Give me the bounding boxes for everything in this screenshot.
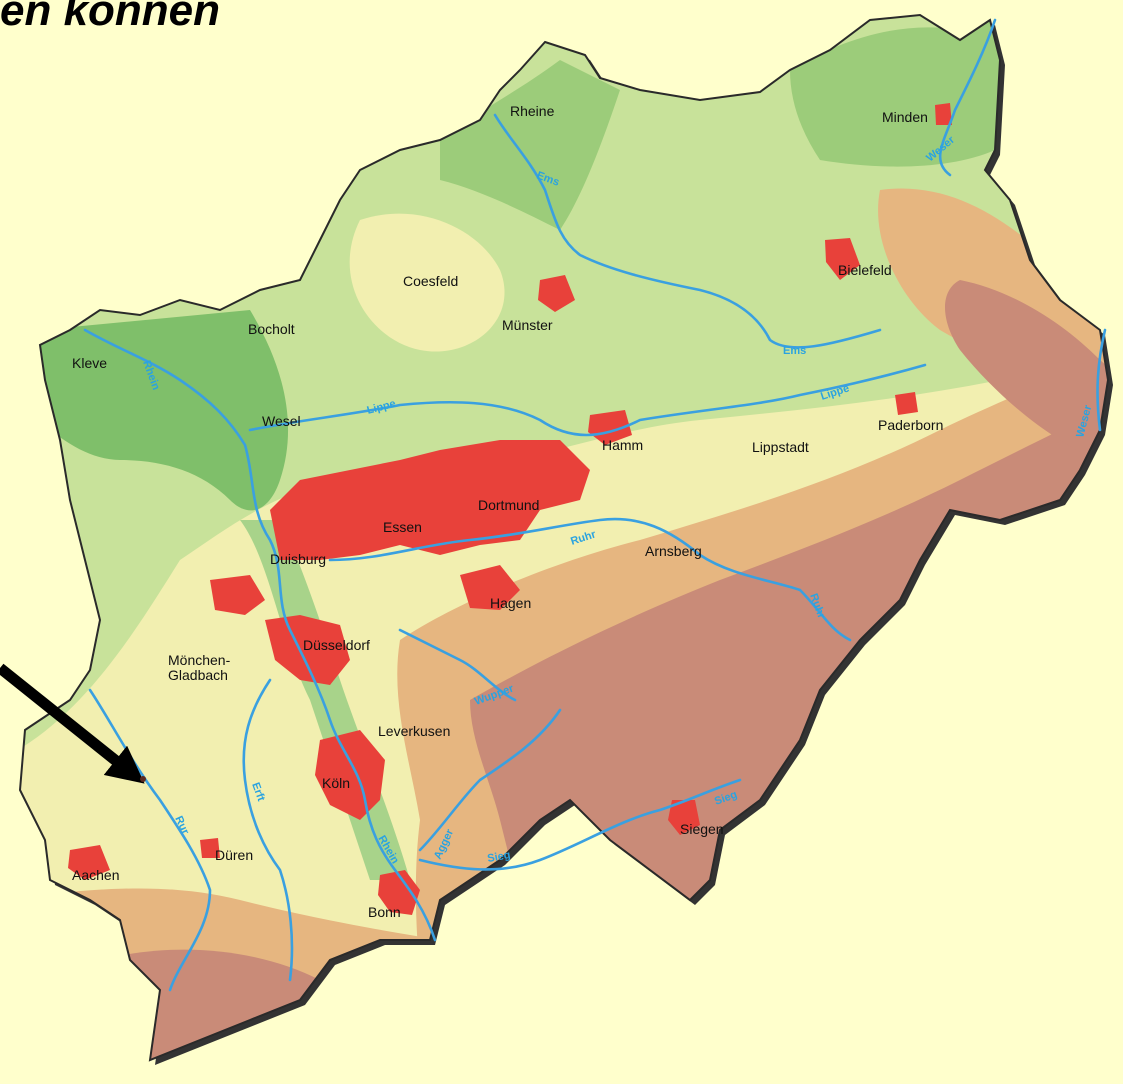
pointer-arrow [0,663,145,784]
bielefeld-urban-area [825,238,860,280]
target-location-dot [140,776,146,782]
city-label-coesfeld: Coesfeld [403,273,458,289]
muenster-urban-area [538,275,575,312]
city-label-essen: Essen [383,519,422,535]
city-label-aachen: Aachen [72,867,119,883]
mountains-south-west [100,949,320,1060]
city-label-wesel: Wesel [262,413,301,429]
ruhr-urban-area [270,440,590,560]
bonn-urban-area [378,870,420,915]
river-label-sieg-1: Sieg [486,849,511,865]
city-label-bocholt: Bocholt [248,321,295,337]
rur-river [88,688,212,992]
siegen-urban-area [668,800,700,835]
ems-river [493,113,882,349]
rhein-river [83,328,437,942]
city-label-bonn: Bonn [368,904,401,920]
city-label-leverkusen: Leverkusen [378,723,450,739]
city-label-minden: Minden [882,109,928,125]
city-label-duesseldorf: Düsseldorf [303,637,370,653]
agger-river [418,708,562,852]
wupper-river [398,628,517,702]
city-label-muenster: Münster [502,317,553,333]
moenchengladbach-urban-area [210,575,265,615]
city-label-rheine: Rheine [510,103,555,119]
aachen-urban-area [68,845,110,880]
hamm-urban-area [588,410,632,445]
erft-river [242,678,294,982]
city-labels: Rheine Minden Coesfeld Bielefeld Bocholt… [72,103,943,920]
lippe-river [248,363,927,437]
river-label-ems-2: Ems [783,345,806,357]
city-label-moenchengladbach-line1: Mönchen- [168,652,231,668]
city-label-paderborn: Paderborn [878,417,943,433]
city-label-bielefeld: Bielefeld [838,262,892,278]
city-label-dueren: Düren [215,847,253,863]
weser-river-east [1096,328,1107,432]
city-label-moenchengladbach: Mönchen- Gladbach [168,652,234,683]
minden-urban-area [935,103,952,125]
city-label-moenchengladbach-line2: Gladbach [168,667,228,683]
ruhr-river [328,517,852,642]
mountains-east [945,280,1108,470]
koeln-urban-area [315,730,385,820]
city-label-hamm: Hamm [602,437,643,453]
duren-urban-area [200,838,220,858]
city-label-duisburg: Duisburg [270,551,326,567]
paderborn-urban-area [895,392,918,415]
duesseldorf-urban-area [265,615,350,685]
urban-areas [68,103,952,915]
weser-river-north [938,18,997,177]
sieg-river [418,778,742,871]
city-label-arnsberg: Arnsberg [645,543,702,559]
plain-patch-north [349,213,505,352]
dark-lowland-minden [790,20,1000,167]
hagen-urban-area [460,565,520,610]
rivers [83,18,1107,992]
city-label-kleve: Kleve [72,355,107,371]
page-title: en können [0,0,221,35]
city-label-lippstadt: Lippstadt [752,439,809,455]
dark-lowland-layer [40,310,289,511]
dark-lowland-north [440,60,620,230]
city-label-dortmund: Dortmund [478,497,539,513]
city-label-hagen: Hagen [490,595,531,611]
city-label-siegen: Siegen [680,821,724,837]
city-label-koeln: Köln [322,775,350,791]
